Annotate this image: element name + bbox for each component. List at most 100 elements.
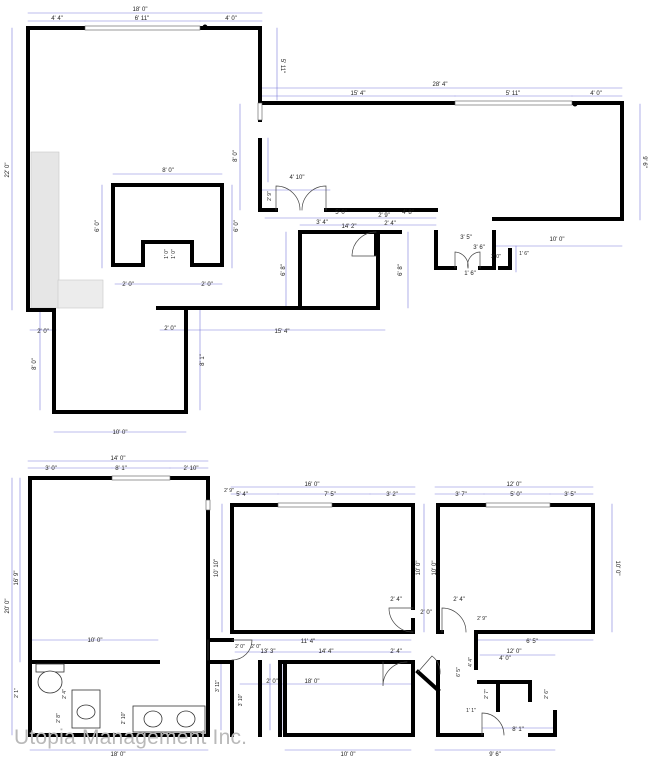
dim-label: 7' 5" (324, 492, 336, 498)
dim-label: 5' 0" (510, 492, 522, 498)
lower-dimension-lines (11, 460, 613, 751)
dim-label: 2' 0" (491, 254, 501, 260)
dim-label: 10' 10" (214, 559, 220, 577)
dim-label: 2' 9" (378, 213, 390, 219)
dim-label: 13' 3" (261, 649, 276, 655)
dim-label: 20' 0" (5, 599, 11, 614)
lower-walls (28, 476, 595, 737)
dim-label: 6' 11" (135, 16, 150, 22)
dim-label: 12' 0" (507, 482, 522, 488)
dim-label: 2' 0" (251, 644, 261, 650)
kitchen-counter-end (57, 279, 104, 309)
dim-label: 10' 0" (113, 430, 128, 436)
dim-label: 2' 0" (37, 329, 49, 335)
dim-label: 2' 7" (484, 689, 490, 699)
dim-label: 6' 5" (456, 667, 462, 677)
dim-label: 2' 0" (266, 679, 278, 685)
upper-dimension-lines (11, 12, 641, 433)
dim-label: 2' 0" (235, 644, 245, 650)
dim-label: 8' 0" (162, 168, 174, 174)
dim-label: 2' 4" (390, 597, 402, 603)
dim-label: 16' 9" (14, 571, 20, 586)
dim-label: 2' 0" (201, 282, 213, 288)
dim-label: 1' 1" (466, 708, 476, 714)
dim-label: 2' 4" (384, 221, 396, 227)
upper-floor-plan: 18' 0" 4' 4" 6' 11" 4' 0" 22' 0" 5' 11" … (5, 7, 647, 436)
dim-label: 4' 8" (402, 210, 414, 216)
lower-windows (111, 475, 551, 511)
dim-label: 2' 4" (453, 597, 465, 603)
dim-label: 15' 4" (351, 91, 366, 97)
dim-label: 16' 0" (305, 482, 320, 488)
dim-label: 9' 6" (489, 752, 501, 758)
dim-label: 2' 1" (14, 688, 20, 698)
upper-doors (275, 185, 481, 269)
dim-label: 4' 0" (590, 91, 602, 97)
dim-label: 18' 0" (133, 7, 148, 13)
watermark-text: Utopia Management Inc. (14, 726, 248, 749)
dim-label: 3' 5" (564, 492, 576, 498)
dim-label: 5' 11" (506, 91, 521, 97)
dim-label: 9' 6" (641, 156, 647, 168)
dim-label: 14' 2" (342, 224, 357, 230)
dim-label: 4' 4" (468, 657, 474, 667)
dim-label: 6' 5" (526, 639, 538, 645)
lower-dimension-labels: 14' 0" 3' 0" 8' 1" 2' 10" 20' 0" 16' 9" … (5, 456, 620, 758)
dim-label: 22' 0" (5, 163, 11, 178)
dim-label: 2' 10" (184, 466, 199, 472)
dim-label: 6' 0" (95, 220, 101, 232)
dim-label: 18' 0" (111, 752, 126, 758)
upper-dimension-labels: 18' 0" 4' 4" 6' 11" 4' 0" 22' 0" 5' 11" … (5, 7, 647, 436)
dim-label: 5' 11" (279, 59, 285, 74)
dim-label: 14' 0" (111, 456, 126, 462)
dim-label: 2' 0" (420, 610, 432, 616)
dim-label: 4' 4" (51, 16, 63, 22)
dim-label: 3' 5" (460, 235, 472, 241)
dim-label: 2' 4" (390, 649, 402, 655)
dim-label: 8' 1" (200, 354, 206, 366)
dim-label: 8' 1" (512, 727, 524, 733)
dim-label: 8' 1" (115, 466, 127, 472)
upper-dimension-ticks (202, 24, 578, 107)
dim-label: 10' 0" (88, 638, 103, 644)
dim-label: 15' 4" (275, 329, 290, 335)
dim-label: 3' 6" (473, 245, 485, 251)
dim-label: 4' 10" (290, 175, 305, 181)
dim-label: 3' 11" (215, 680, 221, 692)
toilet-bowl (37, 670, 63, 694)
upper-windows (84, 25, 573, 121)
dim-label: 5' 0" (335, 210, 347, 216)
dim-label: 2' 0" (164, 326, 176, 332)
dim-label: 3' 7" (455, 492, 467, 498)
dim-label: 6' 8" (281, 264, 287, 276)
dim-label: 18' 0" (305, 679, 320, 685)
lower-doors (207, 607, 505, 736)
dim-label: 2' 8" (56, 713, 62, 723)
dim-label: 28' 4" (433, 82, 448, 88)
dim-label: 10' 0" (614, 561, 620, 576)
dim-label: 2' 9" (267, 191, 273, 201)
dim-label: 11' 4" (301, 639, 316, 645)
dim-label: 2' 10" (121, 712, 127, 725)
dim-label: 3' 0" (45, 466, 57, 472)
dim-label: 14' 4" (319, 649, 334, 655)
dim-label: 1' 0" (164, 249, 170, 259)
bathroom-fixtures (35, 663, 206, 733)
sink-basin (176, 710, 196, 728)
dim-label: 1' 6" (519, 251, 529, 257)
sink-basin (76, 704, 96, 720)
lower-floor-plan: 14' 0" 3' 0" 8' 1" 2' 10" 20' 0" 16' 9" … (5, 456, 620, 758)
dim-label: 10' 0" (432, 561, 438, 576)
dim-label: 8' 0" (233, 150, 239, 162)
sink-basin (143, 710, 163, 728)
dim-label: 3' 4" (316, 220, 328, 226)
dim-label: 3' 10" (238, 694, 244, 707)
dim-label: 2' 0" (122, 282, 134, 288)
dim-label: 12' 0" (507, 649, 522, 655)
dim-label: 6' 0" (234, 220, 240, 232)
dim-label: 1' 6" (464, 271, 476, 277)
dim-label: 5' 4" (236, 492, 248, 498)
dim-label: 2' 9" (477, 616, 487, 622)
dim-label: 8' 0" (32, 358, 38, 370)
